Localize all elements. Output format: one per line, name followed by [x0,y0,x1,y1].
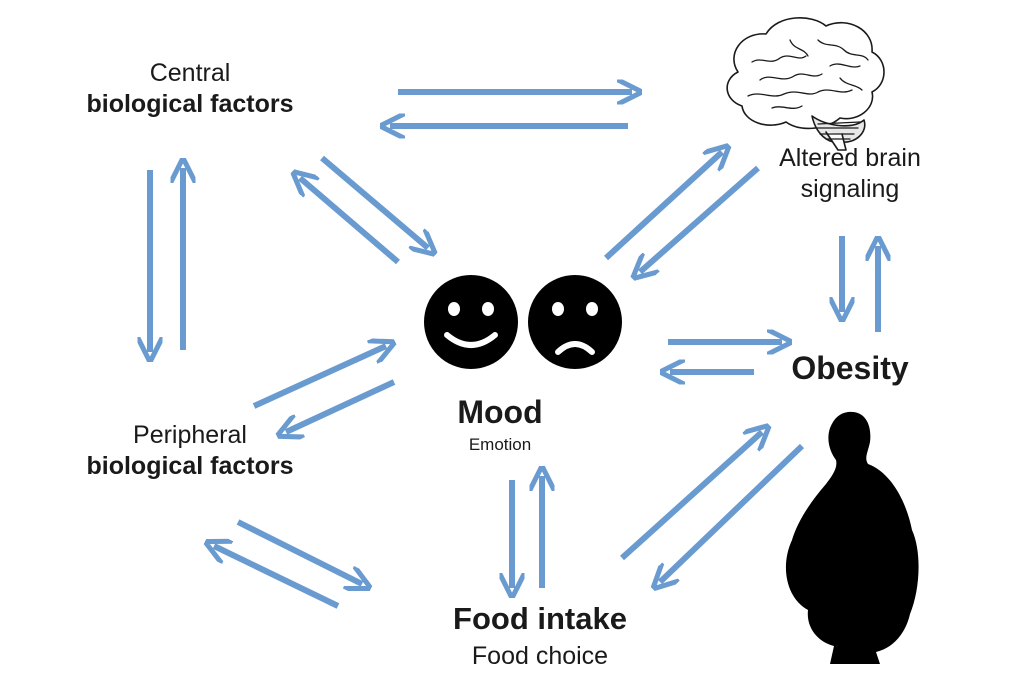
mood-title: Mood [457,394,543,430]
food-title: Food intake [453,601,627,636]
sad-face-icon [528,275,622,369]
arrow-food-obesity-forward [619,432,762,561]
peripheral-factors-label: Peripheral biological factors [40,420,340,483]
food-subtitle: Food choice [471,641,609,670]
central-factors-label: Central biological factors [40,58,340,121]
arrow-central-mood-forward [320,155,428,248]
arrow-peripheral-mood-forward [252,346,386,409]
arrow-brain-mood-forward [603,152,722,261]
mood-label: Mood Emotion [400,392,600,455]
arrows-layer [150,92,878,609]
mood-subtitle: Emotion [468,435,532,454]
altered-brain-label: Altered brain signaling [745,143,955,206]
arrow-brain-mood-back [640,165,760,272]
arrow-central-mood-back [300,178,400,265]
brain-icon [726,17,885,151]
central-title: Central [149,59,231,87]
brain-line1: Altered brain [779,144,921,172]
peripheral-subtitle: biological factors [86,452,294,481]
obesity-label: Obesity [791,350,909,386]
brain-line2: signaling [800,175,900,204]
food-intake-label: Food intake Food choice [400,600,680,672]
arrow-peripheral-food-forward [236,519,362,584]
obese-silhouette-icon [785,411,919,664]
central-subtitle: biological factors [86,90,294,119]
happy-face-icon [424,275,518,369]
arrow-peripheral-food-back [214,546,340,609]
arrow-peripheral-mood-back [286,379,396,432]
arrow-food-obesity-back [660,443,805,582]
peripheral-title: Peripheral [133,421,247,449]
